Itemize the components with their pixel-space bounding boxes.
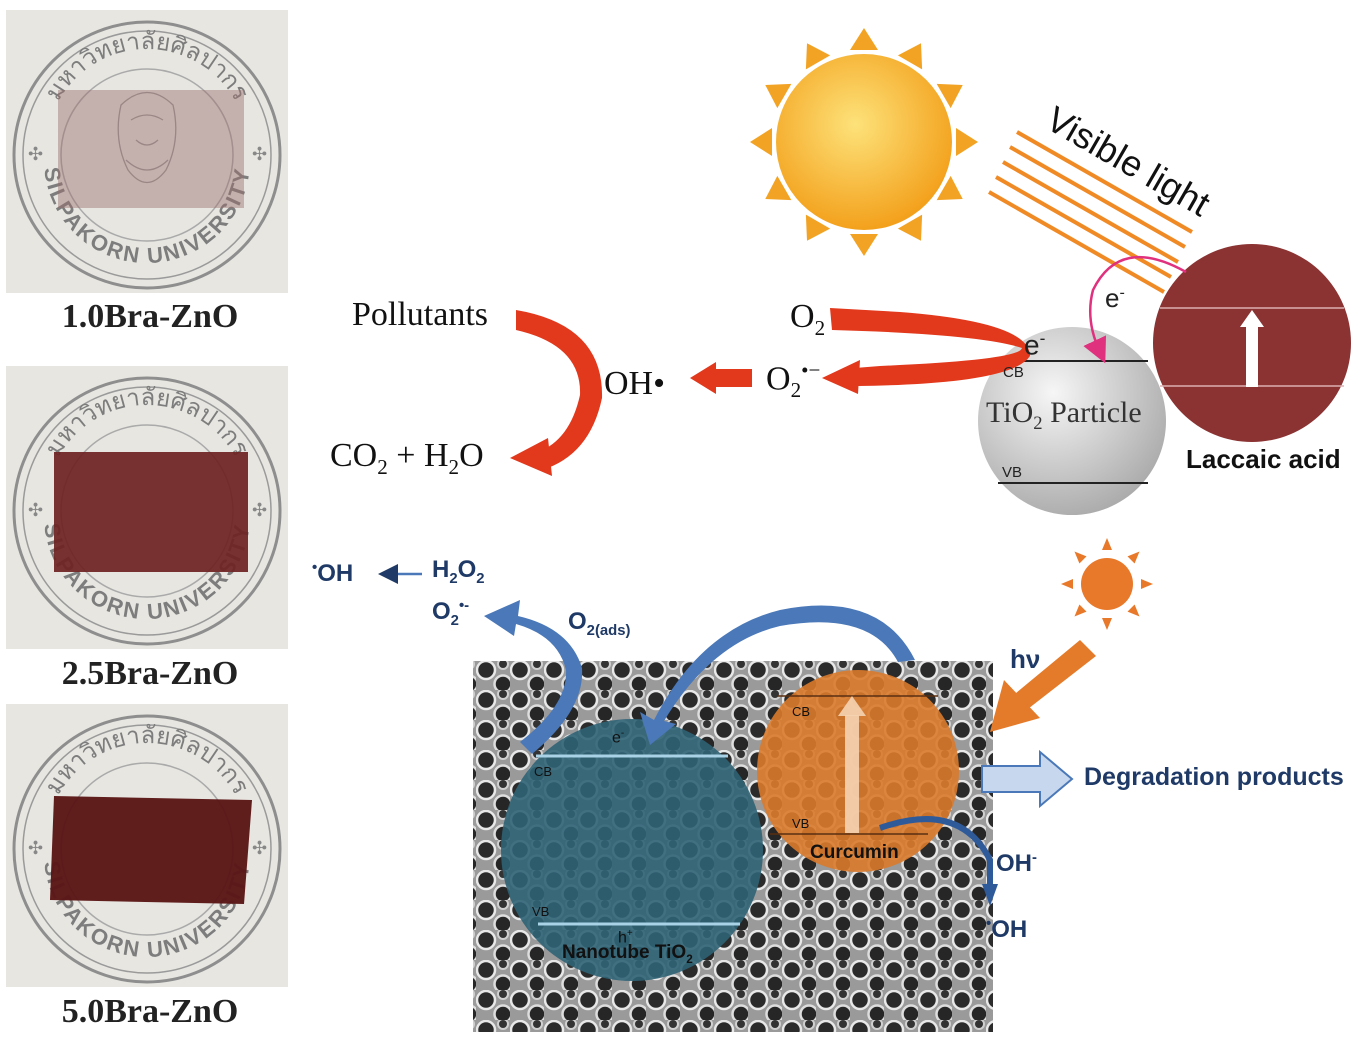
laccaic-acid-label: Laccaic acid — [1186, 444, 1341, 474]
vb-label-top: VB — [1002, 464, 1023, 481]
tio2-particle-sphere — [978, 327, 1166, 515]
degradation-products-label: Degradation products — [1084, 763, 1344, 791]
seal-drawing: มหาวิทยาลัยศิลปากร SILPAKORN UNIVERSITY … — [12, 20, 282, 290]
film-sample — [54, 452, 248, 572]
nanotube-tio2-label: Nanotube TiO2 — [562, 942, 693, 966]
superoxide-label: O2•− — [766, 358, 821, 403]
o2-adsorbed-label: O2(ads) — [568, 608, 631, 639]
oh-radical-bottom-label: •OH — [312, 560, 354, 587]
svg-text:✣: ✣ — [252, 838, 267, 858]
svg-text:✣: ✣ — [28, 838, 43, 858]
svg-text:✣: ✣ — [252, 500, 267, 520]
sample-label-1: 1.0Bra-ZnO — [61, 298, 239, 335]
co2-h2o-label: CO2 + H2O — [330, 437, 484, 479]
oh-radical-product-label: •OH — [986, 916, 1028, 943]
sun-small-icon — [1061, 538, 1153, 630]
film-sample — [58, 90, 244, 208]
vb-label-curcumin: VB — [792, 816, 810, 831]
cb-label-curcumin: CB — [792, 704, 811, 719]
h2o2-label: H2O2 — [432, 556, 485, 587]
hv-arrow — [990, 640, 1096, 732]
sample-label-3: 5.0Bra-ZnO — [61, 993, 239, 1030]
hole-label: h+ — [618, 928, 633, 947]
cb-label-tio2: CB — [534, 764, 553, 779]
electron-label: e- — [1105, 283, 1125, 313]
oxygen-label: O2 — [790, 298, 826, 340]
cb-label-top: CB — [1003, 364, 1024, 381]
sample-photo-1: มหาวิทยาลัยศิลปากร SILPAKORN UNIVERSITY … — [6, 10, 288, 293]
curcumin-label: Curcumin — [810, 842, 899, 863]
nanotube-tio2-sphere — [501, 719, 763, 981]
film-sample — [50, 796, 252, 904]
hydroxide-label: OH- — [996, 850, 1037, 877]
sample-photo-3: มหาวิทยาลัยศิลปากร SILPAKORN UNIVERSITY … — [6, 704, 288, 987]
electron-transfer-arrow — [1083, 255, 1187, 364]
svg-text:✣: ✣ — [28, 144, 43, 164]
light-rays-icon — [988, 130, 1193, 294]
superoxide-bottom-label: O2•- — [432, 598, 470, 629]
oh-radical-label: OH• — [604, 365, 666, 402]
sample-label-2: 2.5Bra-ZnO — [61, 655, 239, 692]
svg-text:✣: ✣ — [28, 500, 43, 520]
seal-drawing: มหาวิทยาลัยศิลปากร SILPAKORN UNIVERSITY … — [12, 376, 282, 646]
svg-text:✣: ✣ — [252, 144, 267, 164]
pollutants-label: Pollutants — [352, 296, 489, 333]
oh-conversion-arrow — [879, 816, 993, 888]
sun-icon — [750, 28, 978, 256]
tio2-particle-label: TiO2 Particle — [986, 396, 1142, 434]
electron-transfer-blue-arrows — [484, 600, 915, 754]
electron-bottom-label: e- — [612, 728, 625, 747]
red-reaction-arrows — [510, 308, 1030, 476]
seal-drawing: มหาวิทยาลัยศิลปากร SILPAKORN UNIVERSITY … — [12, 714, 282, 984]
sample-photo-2: มหาวิทยาลัยศิลปากร SILPAKORN UNIVERSITY … — [6, 366, 288, 649]
laccaic-acid-sphere — [1153, 244, 1351, 442]
particle-electron-label: e- — [1024, 328, 1046, 361]
hv-label: hν — [1010, 644, 1041, 674]
vb-label-tio2: VB — [532, 904, 550, 919]
degradation-arrow — [981, 749, 1074, 809]
